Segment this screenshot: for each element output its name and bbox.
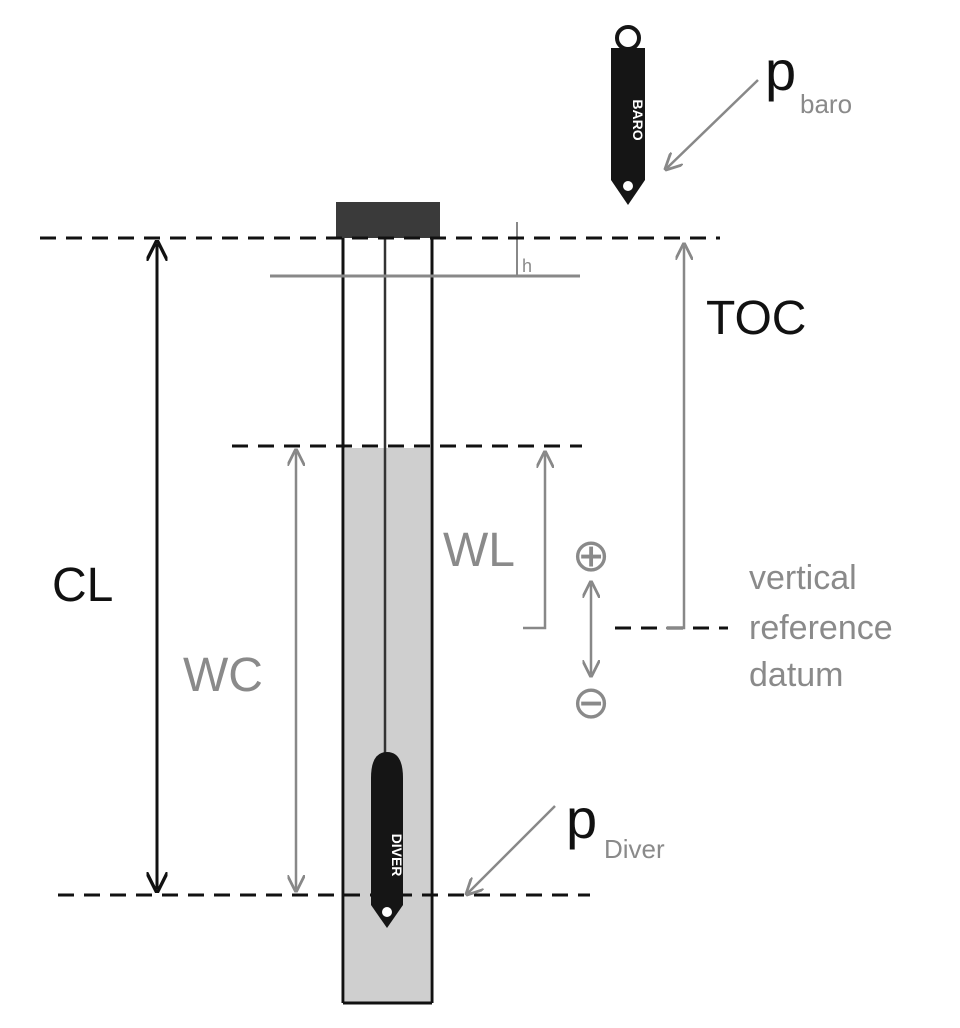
wl-label: WL (443, 524, 515, 577)
diver-logger: DIVER (371, 752, 405, 928)
h-label: h (522, 256, 532, 276)
datum-label-line2: reference (749, 609, 893, 647)
wl-bracket (523, 454, 545, 630)
h-offset-marker: h (516, 222, 532, 276)
p-baro-subscript: baro (800, 89, 852, 119)
baro-logger: BARO (611, 25, 646, 205)
datum-label-line3: datum (749, 656, 844, 694)
minus-sign: ⊖ (572, 676, 611, 728)
p-diver-subscript: Diver (604, 834, 665, 864)
datum-label-line1: vertical (749, 559, 857, 597)
cl-label: CL (52, 559, 113, 612)
p-baro-arrow (667, 79, 759, 168)
toc-bracket (666, 246, 684, 630)
toc-label: TOC (706, 292, 806, 345)
wc-label: WC (183, 649, 263, 702)
p-diver-arrow (468, 805, 556, 893)
baro-logger-text: BARO (630, 99, 646, 140)
diver-logger-text: DIVER (389, 834, 405, 877)
p-diver-symbol: p (566, 787, 597, 850)
well-cap (336, 202, 440, 238)
plus-sign: ⊕ (572, 529, 611, 581)
p-baro-symbol: p (765, 39, 796, 102)
